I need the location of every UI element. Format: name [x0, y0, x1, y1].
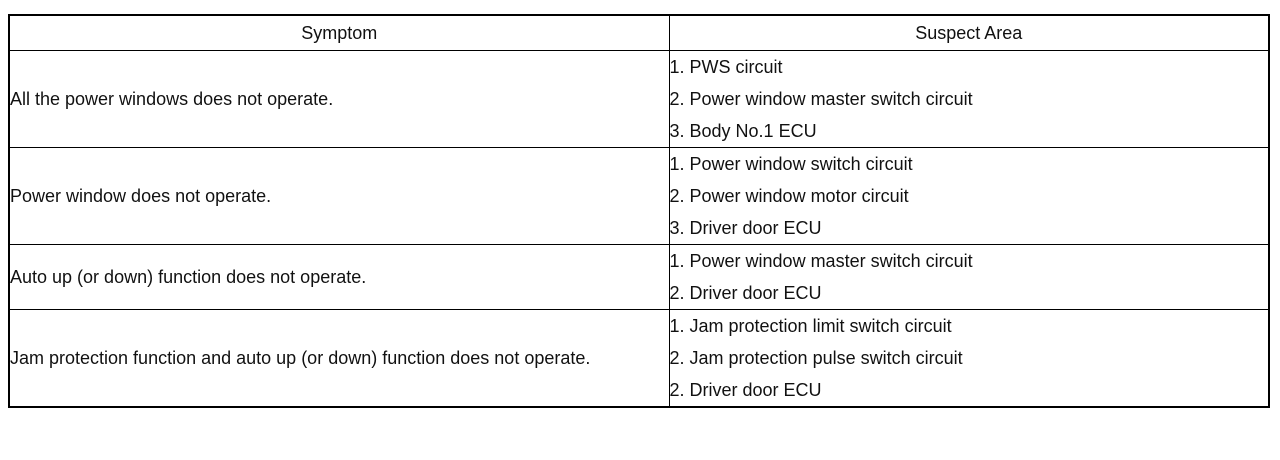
suspect-area-item: 1. Power window switch circuit — [669, 154, 913, 174]
suspect-area-cell: 1. PWS circuit 2. Power window master sw… — [668, 50, 1270, 148]
table-row: Auto up (or down) function does not oper… — [8, 244, 1270, 310]
suspect-area-item: 2. Jam protection pulse switch circuit — [669, 348, 963, 368]
suspect-area-item: 3. Driver door ECU — [669, 218, 822, 238]
table-row: Jam protection function and auto up (or … — [8, 309, 1270, 408]
suspect-area-item: 2. Power window motor circuit — [669, 186, 909, 206]
suspect-area-item: 1. PWS circuit — [669, 57, 783, 77]
suspect-area-cell: 1. Power window switch circuit 2. Power … — [668, 147, 1270, 245]
header-row: Symptom Suspect Area — [8, 14, 1270, 51]
suspect-area-item: 2. Driver door ECU — [669, 380, 822, 400]
suspect-area-column-header: Suspect Area — [668, 14, 1270, 51]
suspect-area-item: 2. Driver door ECU — [669, 283, 822, 303]
suspect-area-item: 1. Power window master switch circuit — [669, 251, 973, 271]
table-row: Power window does not operate. 1. Power … — [8, 147, 1270, 245]
symptom-cell: All the power windows does not operate. — [8, 50, 670, 148]
symptom-column-header: Symptom — [8, 14, 670, 51]
suspect-area-item: 2. Power window master switch circuit — [669, 89, 973, 109]
symptom-cell: Jam protection function and auto up (or … — [8, 309, 670, 408]
table-body: All the power windows does not operate. … — [8, 50, 1270, 408]
suspect-area-cell: 1. Jam protection limit switch circuit 2… — [668, 309, 1270, 408]
suspect-area-item: 1. Jam protection limit switch circuit — [669, 316, 952, 336]
suspect-area-cell: 1. Power window master switch circuit 2.… — [668, 244, 1270, 310]
symptom-cell: Power window does not operate. — [8, 147, 670, 245]
symptom-cell: Auto up (or down) function does not oper… — [8, 244, 670, 310]
table-row: All the power windows does not operate. … — [8, 50, 1270, 148]
problem-symptoms-table: Symptom Suspect Area All the power windo… — [8, 14, 1270, 408]
table-header: Symptom Suspect Area — [8, 14, 1270, 51]
suspect-area-item: 3. Body No.1 ECU — [669, 121, 817, 141]
